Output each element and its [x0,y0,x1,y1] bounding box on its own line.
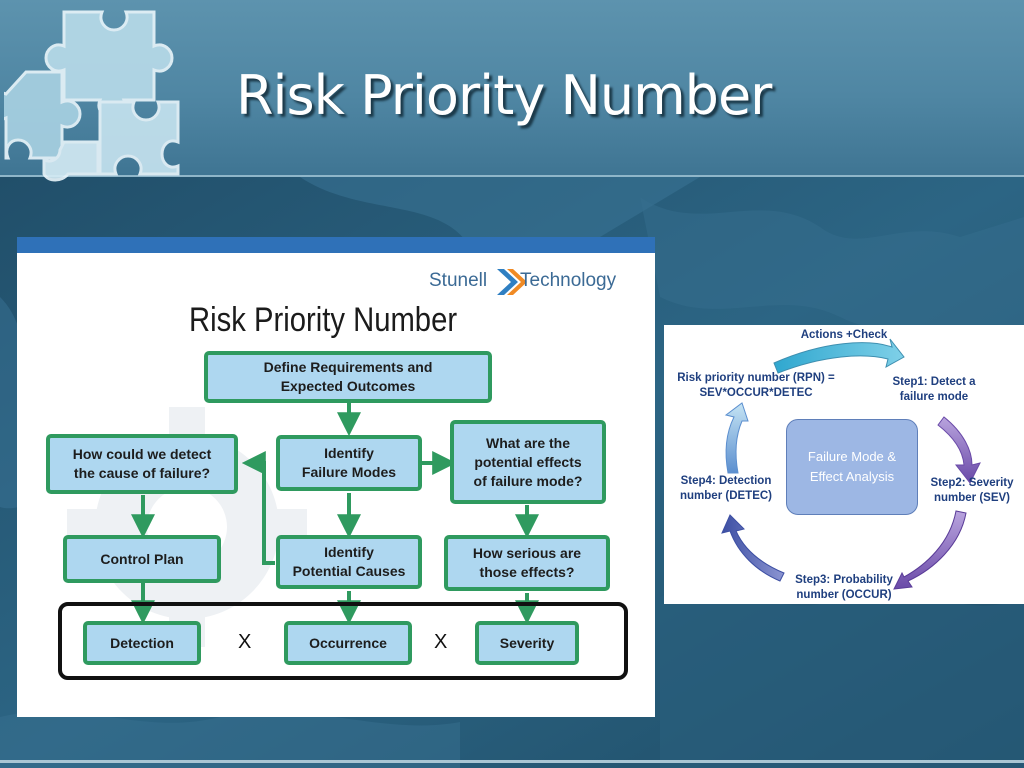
detection-box: Detection [83,621,201,665]
identify-potential-causes-box: Identify Potential Causes [276,535,422,589]
detect-cause-box: How could we detect the cause of failure… [46,434,238,494]
company-brand: Stunell Technology [429,267,629,297]
panel-top-bar [17,237,655,253]
identify-failure-modes-box: Identify Failure Modes [276,435,422,491]
rpn-product-bracket [58,602,628,680]
multiply-sign-1: X [238,631,252,653]
potential-effects-box: What are the potential effects of failur… [450,420,606,504]
footer-rule [0,760,1024,763]
puzzle-pieces-icon [4,10,180,182]
slide-header [0,0,1024,177]
how-serious-box: How serious are those effects? [444,535,610,591]
slide-title: Risk Priority Number [236,64,772,127]
actions-check-label: Actions +Check [800,329,888,341]
fmea-center-box: Failure Mode & Effect Analysis [786,419,918,515]
flowchart-connectors [131,403,539,625]
step2-label: Step2: Severity number (SEV) [930,477,1014,504]
step4-label: Step4: Detection number (DETEC) [680,475,772,502]
rpn-flowchart-panel: Stunell Technology Risk Priority Number [17,237,655,717]
occurrence-box: Occurrence [284,621,412,665]
flowchart-title: Risk Priority Number [189,301,458,339]
step1-label: Step1: Detect a failure mode [892,376,976,403]
brand-name-left: Stunell [429,270,488,291]
multiply-sign-2: X [434,631,448,653]
control-plan-box: Control Plan [63,535,221,583]
cycle-arrows [721,338,981,590]
step3-label: Step3: Probability number (OCCUR) [795,574,893,601]
rpn-formula-label: Risk priority number (RPN) = SEV*OCCUR*D… [677,372,835,399]
severity-box: Severity [475,621,579,665]
define-requirements-box: Define Requirements and Expected Outcome… [204,351,492,403]
brand-chevron-icon [497,269,527,295]
fmea-cycle-panel: Failure Mode & Effect Analysis Actions +… [664,325,1024,604]
brand-name-right: Technology [520,270,617,291]
